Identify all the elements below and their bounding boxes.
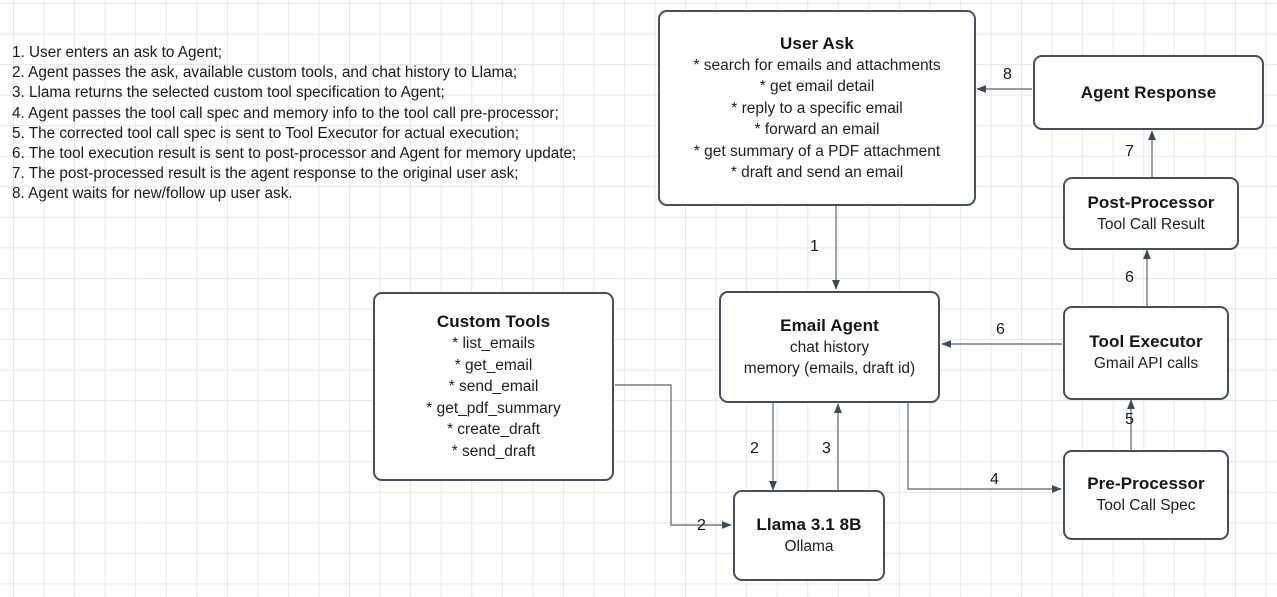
node-custom-tools-title: Custom Tools (436, 312, 551, 331)
legend-line: 2. Agent passes the ask, available custo… (12, 64, 518, 82)
node-pre-processor-subtitle: Tool Call Spec (1096, 497, 1196, 515)
edge-label-6-exec-agent: 6 (996, 321, 1005, 338)
node-pre-processor[interactable]: Pre-Processor Tool Call Spec (1063, 450, 1229, 540)
edge-label-1: 1 (810, 238, 819, 255)
legend-line: 4. Agent passes the tool call spec and m… (12, 104, 559, 122)
node-tool-executor-subtitle: Gmail API calls (1093, 355, 1199, 373)
node-agent-response[interactable]: Agent Response (1033, 55, 1264, 130)
node-user-ask-bullet: * get summary of a PDF attachment (693, 142, 941, 160)
node-custom-tools-bullets: * list_emails * get_email * send_email *… (426, 333, 560, 462)
edge-label-7: 7 (1125, 143, 1134, 160)
node-user-ask-bullet: * draft and send an email (730, 164, 904, 181)
node-user-ask-bullet: * forward an email (754, 121, 880, 138)
node-agent-response-title: Agent Response (1080, 82, 1217, 102)
node-custom-tools-bullet: * get_pdf_summary (426, 399, 561, 417)
node-llama-title: Llama 3.1 8B (756, 514, 862, 534)
edge-label-6-exec-post: 6 (1125, 269, 1134, 286)
legend-line: 6. The tool execution result is sent to … (12, 145, 577, 163)
legend-line: 5. The corrected tool call spec is sent … (12, 124, 520, 142)
node-custom-tools-bullet: * get_email (454, 356, 533, 374)
node-user-ask-bullet: * get email detail (759, 78, 875, 95)
edge-4-path (907, 403, 1062, 493)
node-email-agent[interactable]: Email Agent chat history memory (emails,… (719, 291, 940, 403)
node-custom-tools-bullet: * create_draft (446, 421, 541, 438)
node-user-ask-title: User Ask (780, 33, 854, 53)
node-llama-subtitle: Ollama (784, 537, 834, 555)
edge-2-tools-llama-path (615, 384, 732, 529)
node-custom-tools-bullet: * send_draft (451, 442, 536, 460)
legend-line: 8. Agent waits for new/follow up user as… (12, 185, 293, 203)
node-user-ask-bullet: * search for emails and attachments (693, 56, 941, 74)
node-user-ask-bullet: * reply to a specific email (731, 99, 903, 117)
edge-label-5: 5 (1125, 411, 1134, 428)
node-user-ask-bullets: * search for emails and attachments * ge… (693, 55, 940, 184)
legend-line: 1. User enters an ask to Agent; (12, 44, 223, 61)
edge-label-4: 4 (990, 471, 999, 488)
legend-line: 7. The post-processed result is the agen… (12, 165, 519, 183)
node-email-agent-subtitle-memory: memory (emails, draft id) (743, 360, 916, 377)
node-email-agent-title: Email Agent (780, 315, 879, 335)
node-tool-executor[interactable]: Tool Executor Gmail API calls (1063, 306, 1229, 400)
edge-label-2-tools-llama: 2 (697, 517, 706, 534)
edge-label-2-agent-llama: 2 (750, 440, 759, 457)
legend-line: 3. Llama returns the selected custom too… (12, 84, 445, 102)
node-email-agent-subtitle-chat-history: chat history (789, 338, 870, 356)
node-custom-tools-bullet: * list_emails (452, 335, 535, 352)
legend-steps-list: 1. User enters an ask to Agent; 2. Agent… (12, 43, 576, 205)
node-pre-processor-title: Pre-Processor (1087, 474, 1205, 494)
node-post-processor-subtitle: Tool Call Result (1097, 215, 1205, 233)
node-post-processor[interactable]: Post-Processor Tool Call Result (1063, 177, 1239, 250)
edge-label-3: 3 (822, 440, 831, 457)
node-custom-tools[interactable]: Custom Tools * list_emails * get_email *… (373, 292, 614, 481)
node-user-ask[interactable]: User Ask * search for emails and attachm… (658, 10, 976, 206)
node-post-processor-title: Post-Processor (1087, 192, 1215, 212)
node-custom-tools-bullet: * send_email (448, 378, 539, 395)
node-llama[interactable]: Llama 3.1 8B Ollama (733, 490, 885, 581)
edge-label-8: 8 (1003, 66, 1012, 83)
node-tool-executor-title: Tool Executor (1089, 332, 1203, 352)
